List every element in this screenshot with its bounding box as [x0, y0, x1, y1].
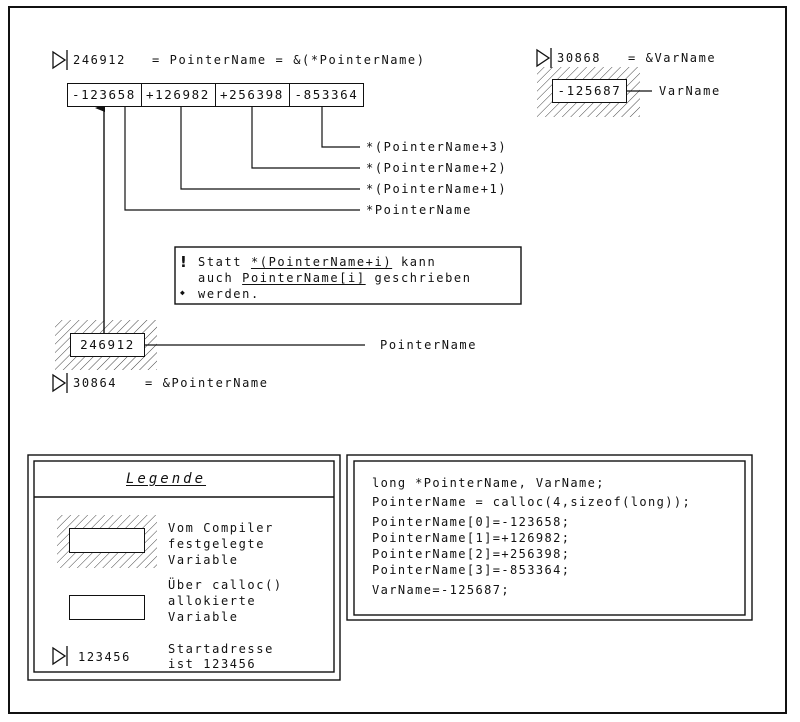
array-cell: -853364 [294, 87, 359, 102]
note-line-1: Statt *(PointerName+i) kann [198, 255, 436, 269]
start-address-icon [52, 373, 68, 393]
varname-address: 30868 [557, 51, 602, 65]
deref-label-1: *(PointerName+1) [366, 182, 508, 196]
pointer-target-expression: = PointerName = &(*PointerName) [152, 53, 426, 67]
start-address-icon [536, 48, 552, 68]
code-line: PointerName = calloc(4,sizeof(long)); [372, 495, 692, 509]
code-line: PointerName[1]=+126982; [372, 531, 571, 545]
code-line: VarName=-125687; [372, 583, 510, 597]
legend-text: ist 123456 [168, 657, 257, 671]
array-cell: -123658 [67, 83, 142, 106]
legend-text: Variable [168, 610, 239, 624]
legend-frame-outer [27, 454, 341, 681]
note-text: Statt [198, 255, 251, 269]
pointer-box: 246912 [70, 333, 145, 357]
note-text: geschrieben [365, 271, 472, 285]
legend-text: Startadresse [168, 642, 274, 656]
note-code: PointerName[i] [242, 271, 366, 285]
bullet-icon: ◆ [180, 288, 185, 297]
leader-line-0 [124, 106, 360, 211]
start-address-icon [52, 50, 68, 70]
varname-label: VarName [659, 84, 721, 98]
note-line-3: werden. [198, 287, 260, 301]
legend-title: Legende [126, 471, 207, 487]
note-code: *(PointerName+i) [250, 255, 393, 269]
varname-box: -125687 [552, 79, 627, 103]
code-line: long *PointerName, VarName; [372, 476, 605, 490]
deref-label-0: *PointerName [366, 203, 472, 217]
legend-text: Vom Compiler [168, 521, 274, 535]
code-line: PointerName[3]=-853364; [372, 563, 571, 577]
legend-text: festgelegte [168, 537, 266, 551]
start-address-icon [52, 646, 68, 666]
legend-text: allokierte [168, 594, 257, 608]
outer-frame [8, 6, 787, 714]
varname-address-expression: = &VarName [628, 51, 717, 65]
code-line: PointerName[2]=+256398; [372, 547, 571, 561]
code-frame-outer [346, 454, 753, 621]
legend-sample-address: 123456 [78, 650, 131, 664]
note-text: auch [198, 271, 243, 285]
note-text: kann [392, 255, 437, 269]
code-frame-inner [353, 460, 746, 616]
legend-sample-compiler [69, 528, 145, 553]
legend-text: Über calloc() [168, 578, 283, 592]
pointer-address-expression: = &PointerName [145, 376, 269, 390]
legend-text: Variable [168, 553, 239, 567]
leader-line-1 [180, 106, 360, 190]
pointer-label: PointerName [380, 338, 478, 352]
leader-line-3 [321, 106, 360, 148]
note-frame [174, 246, 522, 305]
code-line: PointerName[0]=-123658; [372, 515, 571, 529]
array-cell: +126982 [141, 83, 216, 106]
deref-label-3: *(PointerName+3) [366, 140, 508, 154]
pointer-target-address: 246912 [73, 53, 126, 67]
leader-line-2 [251, 106, 360, 169]
note-line-2: auch PointerName[i] geschrieben [198, 271, 472, 285]
exclamation-icon: ! [180, 253, 187, 271]
pointer-address: 30864 [73, 376, 118, 390]
deref-label-2: *(PointerName+2) [366, 161, 508, 175]
legend-frame-inner [33, 460, 335, 673]
array-cell: +256398 [215, 83, 290, 106]
legend-sample-calloc [69, 595, 145, 620]
